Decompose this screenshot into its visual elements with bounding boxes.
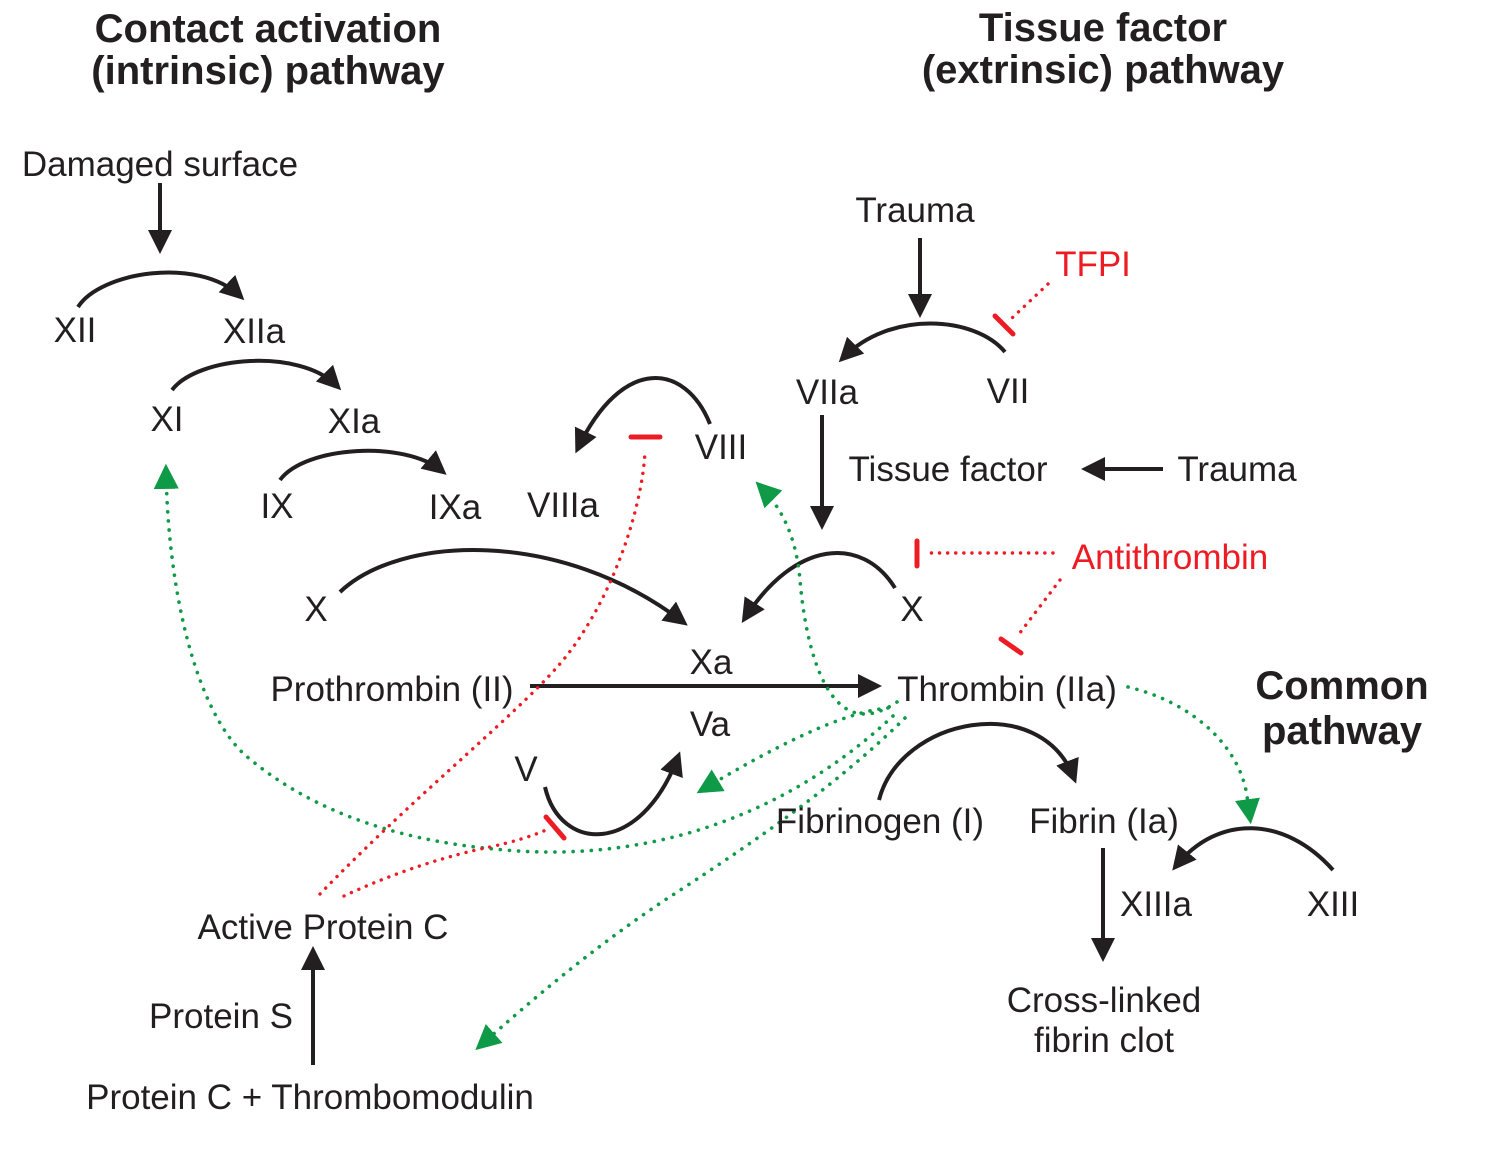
inhibit-antithrombin-thrombin-bar xyxy=(998,636,1024,656)
arrow-xii-to-xiia xyxy=(76,270,245,309)
arrow-v-to-va xyxy=(543,751,683,837)
arrow-fibrinogen-to-fibrin xyxy=(877,721,1079,801)
label-xii: XII xyxy=(54,311,97,350)
green-feedback-thrombin-to-protein-c xyxy=(475,716,907,1051)
label-damaged-surface: Damaged surface xyxy=(22,145,298,184)
title-extrinsic-line2: (extrinsic) pathway xyxy=(922,48,1285,92)
label-xa: Xa xyxy=(690,643,733,682)
label-tfpi: TFPI xyxy=(1055,245,1131,284)
label-thrombin: Thrombin (IIa) xyxy=(897,670,1117,709)
inhibit-apc-to-viiia xyxy=(318,450,647,896)
green-feedback-thrombin-to-xi xyxy=(153,463,895,854)
label-prothrombin: Prothrombin (II) xyxy=(270,670,513,709)
label-vii: VII xyxy=(987,372,1030,411)
title-extrinsic-line1: Tissue factor xyxy=(979,6,1227,50)
title-intrinsic-line2: (intrinsic) pathway xyxy=(91,49,445,93)
label-trauma-right: Trauma xyxy=(1177,450,1297,489)
label-xiia: XIIa xyxy=(223,312,286,351)
label-xi: XI xyxy=(150,400,183,439)
inhibit-apc-to-va xyxy=(342,828,548,898)
label-ixa: IXa xyxy=(429,488,482,527)
label-cross-linked-line2: fibrin clot xyxy=(1034,1021,1174,1060)
green-feedback-thrombin-to-xiii xyxy=(1126,685,1260,825)
label-active-protein-c: Active Protein C xyxy=(198,908,449,947)
label-antithrombin: Antithrombin xyxy=(1072,538,1268,577)
label-viiia: VIIIa xyxy=(527,486,600,525)
arrow-x-to-xa-intrinsic xyxy=(338,548,688,626)
label-va: Va xyxy=(690,705,731,744)
label-x-extrinsic: X xyxy=(900,590,923,629)
label-trauma-top: Trauma xyxy=(855,191,975,230)
arrow-vii-to-viia xyxy=(838,321,1007,363)
label-tissue-factor: Tissue factor xyxy=(848,450,1047,489)
label-xiiia: XIIIa xyxy=(1120,885,1193,924)
green-feedback-thrombin-to-viii xyxy=(755,481,899,716)
label-cross-linked-line1: Cross-linked xyxy=(1007,981,1202,1020)
inhibit-apc-va-bar xyxy=(543,814,567,841)
label-fibrin: Fibrin (Ia) xyxy=(1029,802,1179,841)
label-viii: VIII xyxy=(695,428,748,467)
label-protein-s: Protein S xyxy=(149,997,293,1036)
label-xia: XIa xyxy=(328,402,381,441)
label-xiii: XIII xyxy=(1307,885,1360,924)
title-intrinsic-line1: Contact activation xyxy=(95,7,442,51)
label-ix: IX xyxy=(260,487,293,526)
arrow-viii-to-viiia xyxy=(574,376,712,454)
label-protein-c-thrombomodulin: Protein C + Thrombomodulin xyxy=(86,1078,534,1117)
arrow-ix-to-ixa xyxy=(278,448,447,482)
label-viia: VIIa xyxy=(796,373,859,412)
label-fibrinogen: Fibrinogen (I) xyxy=(776,802,984,841)
inhibit-tfpi-to-vii xyxy=(1010,282,1050,320)
arrow-xiii-to-xiiia xyxy=(1172,826,1335,872)
inhibit-antithrombin-to-thrombin xyxy=(1014,578,1062,640)
label-x-intrinsic: X xyxy=(304,590,327,629)
label-v: V xyxy=(514,750,538,789)
title-common-line1: Common xyxy=(1255,664,1428,708)
title-common-line2: pathway xyxy=(1262,709,1423,753)
arrow-xi-to-xia xyxy=(170,358,342,392)
inhibit-tfpi-bar xyxy=(992,313,1016,337)
arrow-x-to-xa-extrinsic xyxy=(741,551,897,624)
green-feedback-thrombin-to-v xyxy=(696,706,890,794)
